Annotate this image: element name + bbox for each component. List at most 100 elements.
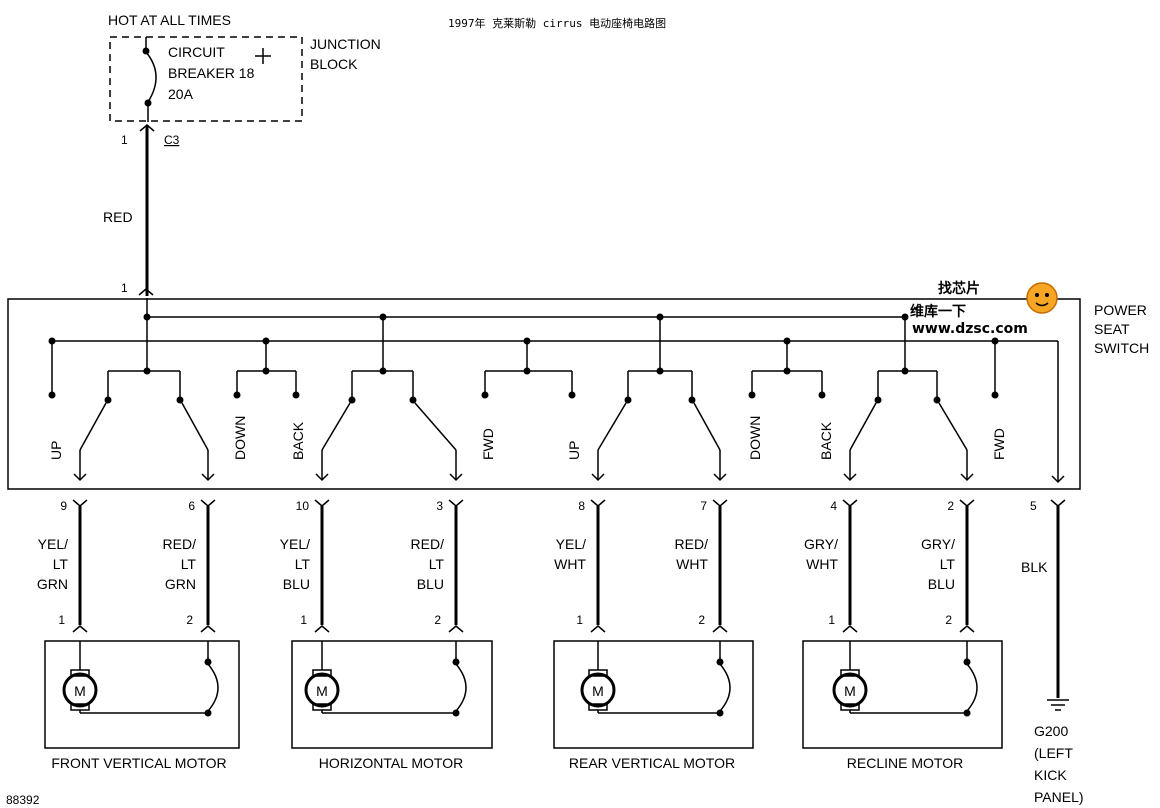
- ground-switch-pin: 5: [1030, 499, 1037, 513]
- motor-symbol: M: [844, 683, 856, 699]
- motor-pin-number: 1: [828, 613, 835, 627]
- mascot-eye-icon: [1045, 293, 1049, 297]
- output-arrow: [449, 473, 463, 482]
- motor-name-label: RECLINE MOTOR: [847, 755, 963, 771]
- switch-connector: [314, 499, 330, 507]
- motor-symbol: M: [74, 683, 86, 699]
- motor-brush-icon: [70, 669, 90, 677]
- junction-dot: [233, 391, 241, 399]
- junction-dot: [409, 396, 417, 404]
- switch-output-pin: 2: [947, 499, 954, 513]
- switch-output-pin: 8: [578, 499, 585, 513]
- breaker-terminal-dot: [144, 99, 152, 107]
- motor-connector: [712, 625, 728, 633]
- switch-input-connector: [138, 288, 154, 296]
- switch-output-pin: 7: [700, 499, 707, 513]
- limit-switch-dot: [963, 658, 971, 666]
- ground-symbol: [1047, 699, 1069, 711]
- limit-switch-icon: [719, 663, 731, 712]
- wire-color-label: LT: [181, 556, 197, 572]
- motor-armature-icon: [580, 672, 616, 708]
- junction-dot: [292, 391, 300, 399]
- output-arrow: [73, 473, 87, 482]
- motor-symbol: M: [316, 683, 328, 699]
- contact-label-back: BACK: [290, 421, 306, 460]
- wire-color-label: LT: [53, 556, 69, 572]
- junction-dot: [818, 391, 826, 399]
- mascot-eye-icon: [1035, 293, 1039, 297]
- switch-output-pin: 4: [830, 499, 837, 513]
- red-feed-wire-color: RED: [103, 209, 133, 225]
- motor-armature-icon: [304, 672, 340, 708]
- switch-blade: [693, 402, 721, 451]
- switch-blade: [938, 402, 968, 451]
- switch-connector: [72, 499, 88, 507]
- wire-color-label: WHT: [806, 556, 838, 572]
- breaker-terminal-dot: [142, 47, 150, 55]
- junction-dot: [783, 367, 791, 375]
- junction-dot: [523, 367, 531, 375]
- output-arrow: [843, 473, 857, 482]
- figure-id: 88392: [6, 793, 40, 807]
- contact-label-up: UP: [48, 441, 64, 460]
- switch-internals: [48, 298, 1065, 484]
- wire-color-label: BLU: [417, 576, 444, 592]
- switch-connector: [712, 499, 728, 507]
- switch-connector: [200, 499, 216, 507]
- wire-color-label: GRN: [37, 576, 68, 592]
- contact-label-down: DOWN: [747, 416, 763, 460]
- switch-output-pin: 3: [436, 499, 443, 513]
- breaker-label-line: CIRCUIT: [168, 44, 225, 60]
- switch-blade: [79, 402, 107, 451]
- ground-label-line: PANEL): [1034, 789, 1084, 805]
- switch-label-line: SWITCH: [1094, 340, 1149, 356]
- junction-dot: [568, 391, 576, 399]
- junction-label-line: JUNCTION: [310, 36, 381, 52]
- wire-color-label: BLU: [283, 576, 310, 592]
- ground-arrow: [1051, 475, 1065, 484]
- limit-switch-dot: [716, 658, 724, 666]
- junction-dot: [991, 391, 999, 399]
- motor-connector: [959, 625, 975, 633]
- motor-box: [291, 640, 493, 749]
- output-arrow: [713, 473, 727, 482]
- mascot-mouth-icon: [1035, 302, 1049, 307]
- junction-dot: [262, 367, 270, 375]
- wire-color-label: RED/: [163, 536, 197, 552]
- switch-output-pin: 10: [296, 499, 310, 513]
- wire-color-label: WHT: [676, 556, 708, 572]
- watermark-mascot-icon: [1026, 282, 1058, 314]
- ground-wire-color: BLK: [1021, 559, 1048, 575]
- switch-blade: [414, 402, 457, 451]
- power-seat-switch-box: [7, 298, 1081, 490]
- wire-color-label: YEL/: [556, 536, 586, 552]
- motor-name-label: REAR VERTICAL MOTOR: [569, 755, 735, 771]
- limit-switch-dot: [204, 658, 212, 666]
- diagram-title: 1997年 克莱斯勒 cirrus 电动座椅电路图: [448, 16, 666, 30]
- contact-label-down: DOWN: [232, 416, 248, 460]
- motor-pin-number: 2: [698, 613, 705, 627]
- junction-label-line: BLOCK: [310, 56, 358, 72]
- motor-pin-number: 2: [945, 613, 952, 627]
- junction-dot: [48, 391, 56, 399]
- c3-connector-name: C3: [164, 133, 180, 147]
- output-arrow: [591, 473, 605, 482]
- junction-dot: [933, 396, 941, 404]
- junction-dot: [348, 396, 356, 404]
- contact-label-back: BACK: [818, 421, 834, 460]
- switch-blade: [597, 402, 627, 451]
- motor-pin-number: 2: [186, 613, 193, 627]
- contact-label-fwd: FWD: [480, 428, 496, 460]
- switch-output-pin: 9: [60, 499, 67, 513]
- wire-color-label: RED/: [411, 536, 445, 552]
- c3-pin-number: 1: [121, 133, 128, 147]
